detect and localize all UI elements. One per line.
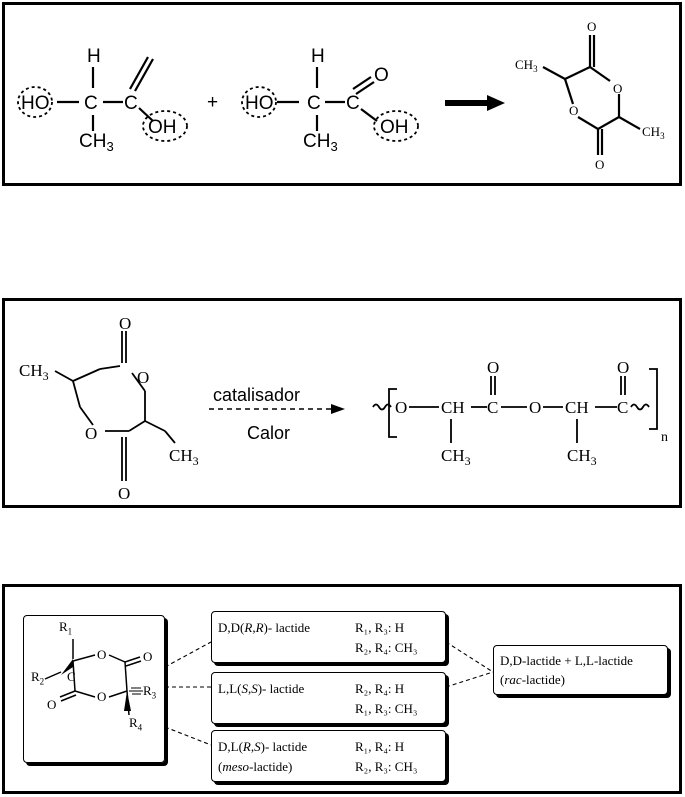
hydrogen-label: H bbox=[87, 46, 101, 67]
repeat-count-label: n bbox=[661, 430, 668, 445]
meso-label: (meso-lactide) bbox=[218, 759, 293, 774]
panel-condensation-reaction: HO H C C CH3 OH + HO H C C CH3 O OH CH3 … bbox=[2, 2, 682, 186]
isomer-name: L,L(S,S)- lactide bbox=[218, 681, 305, 696]
carbonyl-oxygen-label: O bbox=[487, 358, 499, 377]
carbon-label: C bbox=[124, 93, 138, 114]
carbon-label: C bbox=[84, 93, 98, 114]
structure-box bbox=[23, 615, 165, 763]
methyl-label: CH3 bbox=[303, 131, 338, 154]
carbonyl-oxygen-label: O bbox=[47, 697, 57, 712]
r1-label: R1 bbox=[59, 619, 73, 637]
ring-oxygen-label: O bbox=[97, 689, 107, 704]
ch-label: CH bbox=[441, 398, 465, 417]
r2-label: R2 bbox=[31, 669, 45, 687]
methyl-label: CH3 bbox=[642, 124, 665, 141]
substituent-line: R₁, R₄: H bbox=[355, 739, 405, 754]
carbon-label: C bbox=[307, 93, 321, 114]
r3-label: R3 bbox=[143, 683, 157, 701]
carbon-label: C bbox=[617, 398, 628, 417]
plus-sign: + bbox=[207, 92, 218, 113]
ring-oxygen-label: O bbox=[569, 103, 578, 118]
hydroxyl-label: OH bbox=[380, 117, 409, 138]
heat-label: Calor bbox=[247, 423, 290, 443]
carbonyl-oxygen-label: O bbox=[119, 314, 131, 333]
polymerization-diagram: catalisador Calor CH3 CH3 O O O O O CH C… bbox=[19, 314, 668, 503]
methyl-label: CH3 bbox=[515, 57, 538, 74]
ch-label: CH bbox=[565, 398, 589, 417]
carbon-label: C bbox=[487, 398, 498, 417]
hydroxyl-label: HO bbox=[21, 93, 50, 114]
hydroxyl-label: HO bbox=[245, 93, 274, 114]
ring-oxygen-label: O bbox=[97, 647, 107, 662]
methyl-label: CH3 bbox=[79, 131, 114, 154]
isomer-box-dd: D,D(R,R)- lactide R₁, R₃: H R₂, R₄: CH₃ bbox=[211, 611, 446, 663]
isomer-name: D,D(R,R)- lactide bbox=[218, 620, 311, 635]
isomer-box-ll: L,L(S,S)- lactide R₂, R₄: H R₁, R₃: CH₃ bbox=[211, 672, 446, 724]
ester-oxygen-label: O bbox=[529, 398, 541, 417]
substituent-line: R₁, R₃: H bbox=[355, 620, 405, 635]
catalyst-label: catalisador bbox=[213, 385, 300, 405]
isomer-box-dl-meso: D,L(R,S)- lactide (meso-lactide) R₁, R₄:… bbox=[211, 730, 446, 782]
hydrogen-label: H bbox=[311, 46, 325, 67]
ring-oxygen-label: O bbox=[137, 368, 149, 387]
stereoisomer-connectors bbox=[44, 639, 494, 746]
rac-label: (rac-lactide) bbox=[500, 672, 565, 687]
carbonyl-oxygen-label: O bbox=[595, 157, 604, 172]
carbonyl-oxygen-label: O bbox=[617, 358, 629, 377]
panel-lactide-stereoisomers: R1 R2 C O O O O C R3 R4 D,D(R,R)- lactid… bbox=[2, 584, 682, 794]
methyl-label: CH3 bbox=[567, 446, 597, 468]
panel-polymerization: catalisador Calor CH3 CH3 O O O O O CH C… bbox=[2, 298, 682, 508]
carbonyl-oxygen-label: O bbox=[143, 649, 153, 664]
isomer-name: D,L(R,S)- lactide bbox=[218, 739, 308, 754]
substituent-line: R₂, R₃: CH₃ bbox=[355, 759, 418, 774]
substituent-line: R₂, R₄: CH₃ bbox=[355, 640, 418, 655]
substituent-line: R₁, R₃: CH₃ bbox=[355, 701, 418, 716]
hydroxyl-label: OH bbox=[148, 117, 177, 138]
rac-lactide-box: D,D-lactide + L,L-lactide (rac-lactide) bbox=[493, 645, 668, 695]
oxygen-label: O bbox=[374, 65, 389, 86]
rac-mixture-label: D,D-lactide + L,L-lactide bbox=[500, 653, 633, 668]
methyl-label: CH3 bbox=[19, 361, 49, 383]
ring-oxygen-label: O bbox=[85, 424, 97, 443]
carbon-label: C bbox=[67, 669, 76, 684]
condensation-diagram: HO H C C CH3 OH + HO H C C CH3 O OH CH3 … bbox=[17, 19, 665, 172]
methyl-label: CH3 bbox=[441, 446, 471, 468]
carbonyl-oxygen-label: O bbox=[587, 19, 596, 34]
r4-label: R4 bbox=[129, 715, 143, 733]
substituent-line: R₂, R₄: H bbox=[355, 681, 405, 696]
ring-oxygen-label: O bbox=[613, 81, 622, 96]
ester-oxygen-label: O bbox=[395, 398, 407, 417]
carbon-label: C bbox=[346, 93, 360, 114]
methyl-label: CH3 bbox=[169, 446, 199, 468]
carbonyl-oxygen-label: O bbox=[118, 484, 130, 503]
